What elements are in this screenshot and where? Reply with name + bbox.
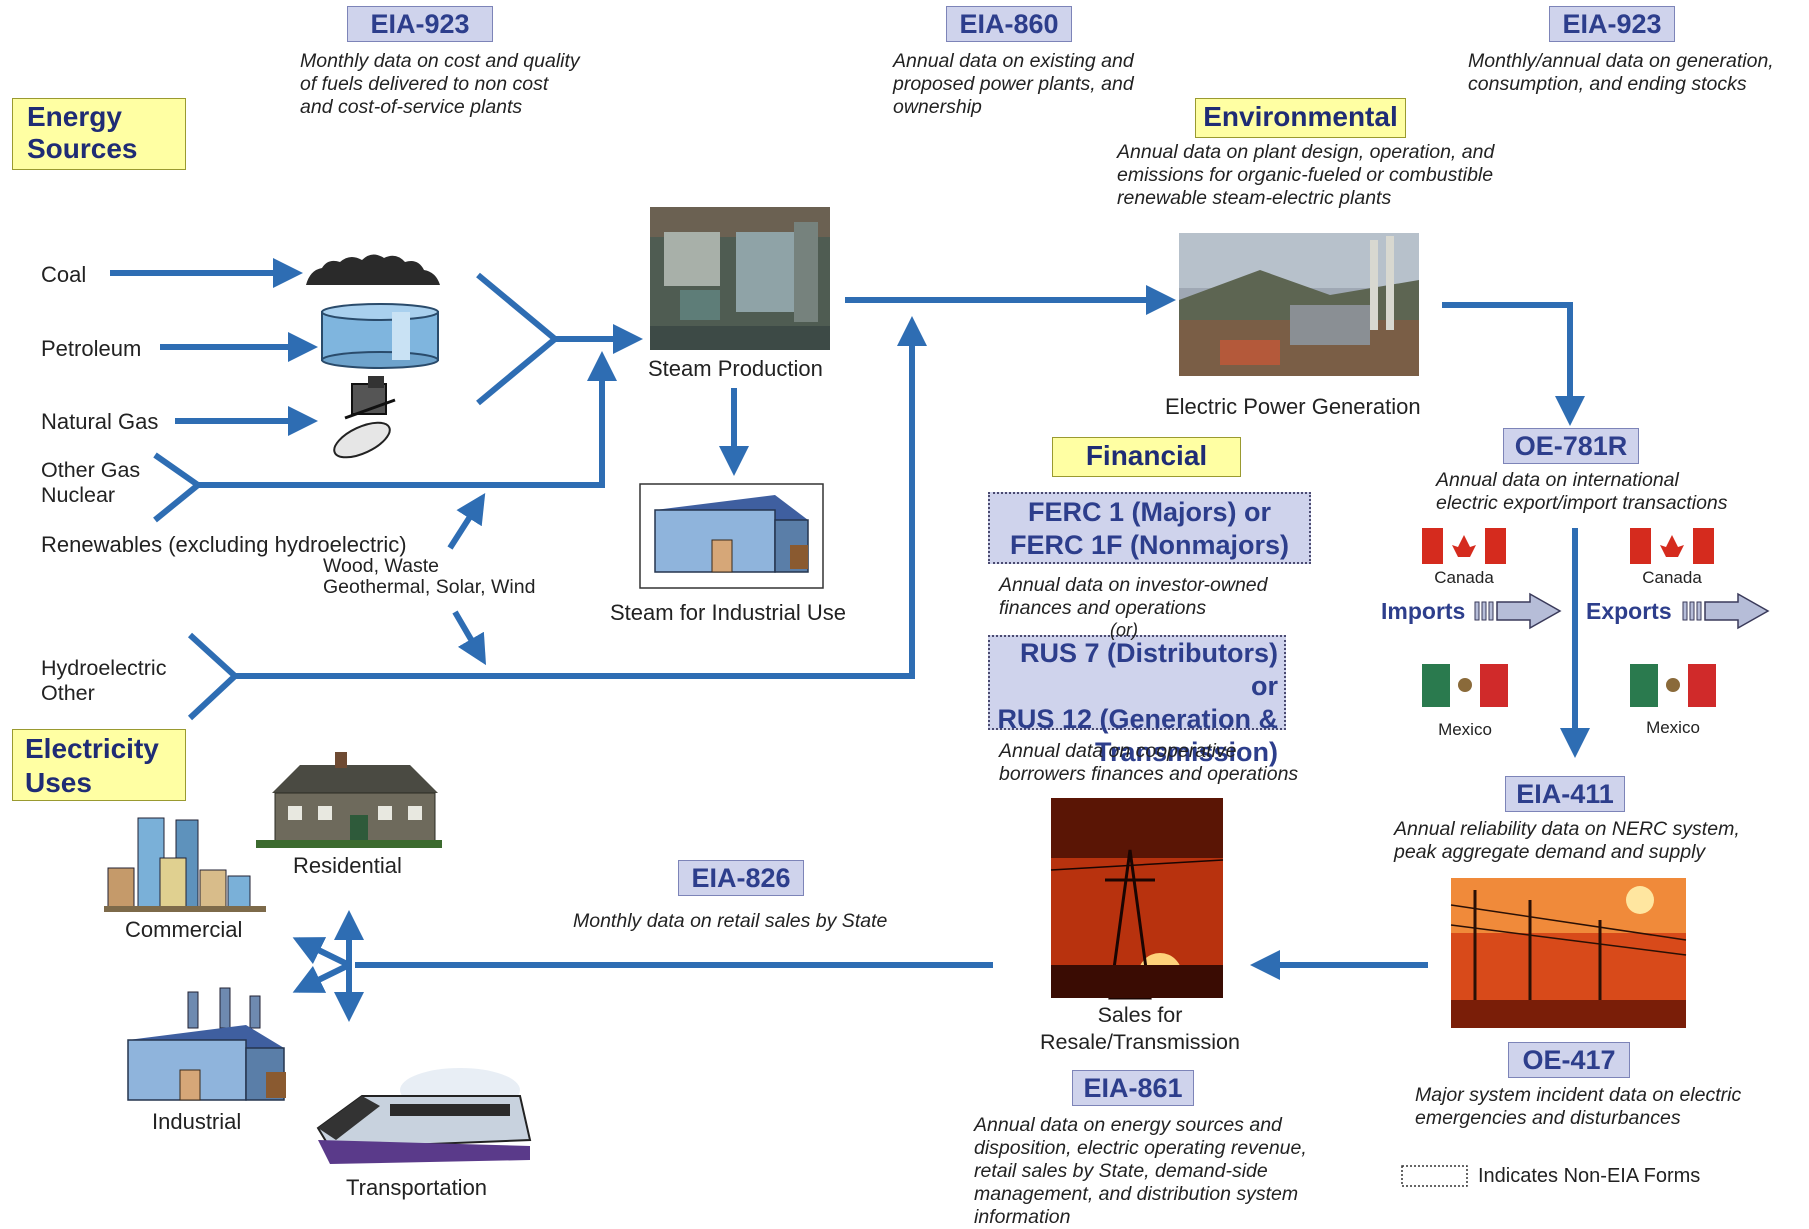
form-oe781r: OE-781R bbox=[1503, 428, 1639, 464]
form-rus: RUS 7 (Distributors) or RUS 12 (Generati… bbox=[988, 635, 1286, 767]
desc-oe781r: Annual data on international electric ex… bbox=[1436, 469, 1728, 514]
exports-arrow-icon bbox=[1682, 592, 1770, 630]
desc-oe417: Major system incident data on electric e… bbox=[1415, 1084, 1742, 1129]
desc-rus: Annual data on cooperative borrowers fin… bbox=[999, 740, 1299, 785]
label-electric-generation: Electric Power Generation bbox=[1165, 394, 1421, 419]
label-mexico-right: Mexico bbox=[1646, 718, 1700, 737]
power-plant-photo bbox=[1179, 233, 1419, 376]
transportation-train-icon bbox=[316, 1068, 532, 1164]
form-eia923-right: EIA-923 bbox=[1549, 6, 1675, 42]
label-sales-resale: Sales for Resale/Transmission bbox=[1040, 1003, 1240, 1054]
header-financial: Financial bbox=[1052, 437, 1241, 477]
header-electricity-uses: Electricity Uses bbox=[12, 729, 186, 801]
form-ferc: FERC 1 (Majors) or FERC 1F (Nonmajors) bbox=[988, 492, 1311, 564]
gas-compressor-icon bbox=[333, 376, 396, 459]
desc-eia860: Annual data on existing and proposed pow… bbox=[893, 50, 1134, 118]
label-industrial: Industrial bbox=[152, 1109, 242, 1134]
source-renewables-sub: Wood, Waste Geothermal, Solar, Wind bbox=[323, 555, 536, 598]
imports-arrow-icon bbox=[1474, 592, 1562, 630]
hydro-chevron bbox=[187, 632, 240, 721]
label-imports: Imports bbox=[1381, 598, 1466, 624]
commercial-buildings-icon bbox=[104, 817, 266, 912]
industrial-steam-building-icon bbox=[639, 483, 824, 589]
generation-to-trade-arrow bbox=[1442, 302, 1585, 426]
petroleum-tank-icon bbox=[321, 303, 439, 369]
legend-dotted-swatch bbox=[1401, 1165, 1468, 1187]
uses-arrow-downleft bbox=[292, 962, 351, 993]
coal-pile-icon bbox=[306, 254, 440, 285]
desc-eia411: Annual reliability data on NERC system, … bbox=[1394, 818, 1740, 863]
mexico-flag-right-icon bbox=[1630, 664, 1716, 707]
uses-arrow-upleft bbox=[292, 937, 351, 968]
form-eia411: EIA-411 bbox=[1505, 776, 1625, 812]
desc-eia923-left: Monthly data on cost and quality of fuel… bbox=[300, 50, 580, 118]
form-oe417: OE-417 bbox=[1508, 1042, 1630, 1078]
label-steam-production: Steam Production bbox=[648, 356, 823, 381]
steam-production-photo bbox=[650, 207, 830, 350]
desc-eia923-right: Monthly/annual data on generation, consu… bbox=[1468, 50, 1774, 95]
label-mexico-left: Mexico bbox=[1438, 720, 1492, 739]
legend-non-eia-label: Indicates Non-EIA Forms bbox=[1478, 1165, 1701, 1187]
sales-tower-photo bbox=[1050, 798, 1224, 1000]
source-coal: Coal bbox=[41, 262, 87, 287]
renewables-down-arrow bbox=[452, 610, 487, 666]
source-renewables: Renewables (excluding hydroelectric) bbox=[41, 532, 407, 557]
renewables-up-arrow bbox=[447, 492, 486, 550]
source-other-gas-nuclear: Other Gas Nuclear bbox=[41, 458, 141, 507]
source-natural-gas: Natural Gas bbox=[41, 409, 159, 434]
label-steam-industrial: Steam for Industrial Use bbox=[610, 600, 846, 625]
desc-ferc: Annual data on investor-owned finances a… bbox=[999, 574, 1268, 619]
hydro-arrow bbox=[235, 316, 927, 679]
canada-flag-left-icon bbox=[1422, 528, 1506, 564]
form-eia923-left: EIA-923 bbox=[347, 6, 493, 42]
residential-house-icon bbox=[256, 752, 442, 848]
label-commercial: Commercial bbox=[125, 917, 243, 942]
desc-eia861: Annual data on energy sources and dispos… bbox=[974, 1114, 1307, 1228]
label-canada-right: Canada bbox=[1642, 568, 1702, 587]
desc-environmental: Annual data on plant design, operation, … bbox=[1117, 141, 1495, 209]
industrial-building-icon bbox=[127, 987, 286, 1101]
form-eia861: EIA-861 bbox=[1072, 1070, 1194, 1106]
label-residential: Residential bbox=[293, 853, 402, 878]
other-gas-arrow bbox=[198, 351, 617, 488]
mexico-flag-left-icon bbox=[1422, 664, 1508, 707]
canada-flag-right-icon bbox=[1630, 528, 1714, 564]
other-gas-chevron bbox=[153, 452, 203, 523]
header-environmental: Environmental bbox=[1195, 98, 1406, 138]
desc-eia826: Monthly data on retail sales by State bbox=[573, 910, 888, 932]
label-canada-left: Canada bbox=[1434, 568, 1494, 587]
header-energy-sources: Energy Sources bbox=[12, 98, 186, 170]
source-hydro-other: Hydroelectric Other bbox=[41, 656, 167, 705]
label-exports: Exports bbox=[1586, 598, 1672, 624]
transmission-sunset-photo bbox=[1450, 878, 1687, 1028]
label-transportation: Transportation bbox=[346, 1175, 488, 1200]
form-eia860: EIA-860 bbox=[946, 6, 1072, 42]
fuel-merge-chevron bbox=[476, 272, 560, 406]
form-eia826: EIA-826 bbox=[678, 860, 804, 896]
source-petroleum: Petroleum bbox=[41, 336, 142, 361]
desc-or: (or) bbox=[1110, 620, 1138, 640]
